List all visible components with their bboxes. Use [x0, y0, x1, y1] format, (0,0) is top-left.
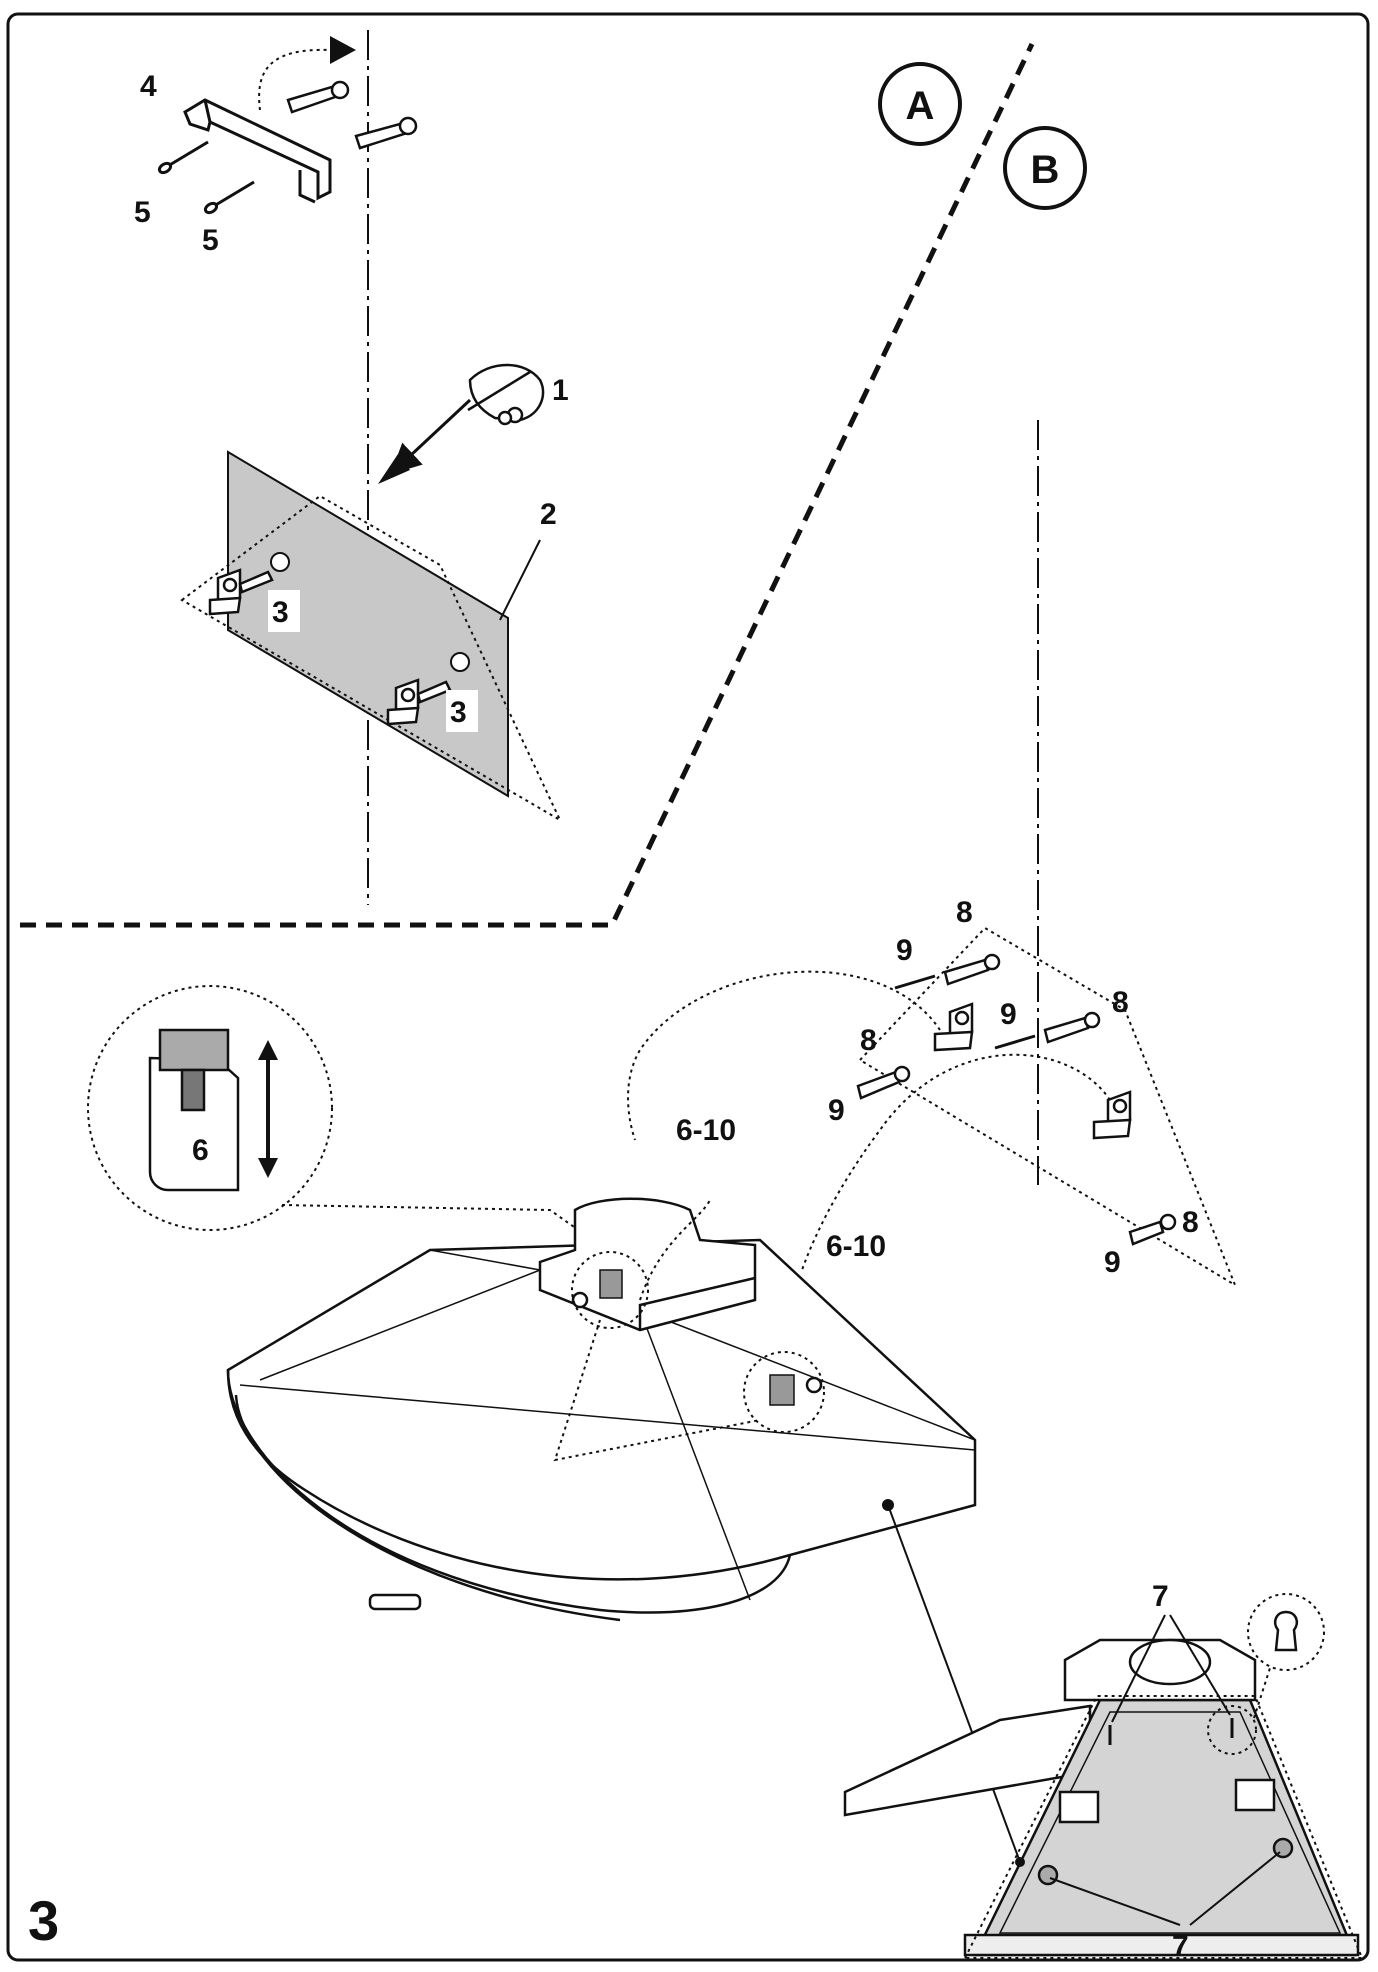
highlight-circle: [743, 1351, 825, 1433]
callout-6-10: 6-10: [826, 1230, 886, 1263]
callout-8: 8: [860, 1024, 877, 1057]
callout-9: 9: [1000, 998, 1017, 1031]
keyhole-icon: [1274, 1610, 1298, 1652]
wall-plug: [1043, 1011, 1101, 1044]
connection-arc: [553, 1319, 761, 1462]
leader-line: [887, 1504, 1021, 1863]
callout-5: 5: [202, 224, 219, 257]
connection-arc: [627, 970, 941, 1141]
section-divider: [20, 42, 1035, 928]
cooker-hood: [226, 1197, 977, 1622]
callout-9: 9: [828, 1094, 845, 1127]
callout-6-10: 6-10: [676, 1114, 736, 1147]
bracket-move-arrow: [258, 48, 331, 111]
svg-text:B: B: [1031, 148, 1060, 192]
mount-patch: [769, 1374, 795, 1406]
callout-8: 8: [956, 896, 973, 929]
wall-plug: [286, 80, 350, 114]
wall-plug: [943, 953, 1001, 986]
callout-line: [499, 539, 541, 621]
callout-5: 5: [134, 196, 151, 229]
template-hole: [270, 552, 290, 572]
wall-plug: [856, 1065, 911, 1100]
hood-underside-view: [843, 1638, 1360, 1957]
callout-7: 7: [1152, 1580, 1169, 1613]
callout-6: 6: [192, 1134, 209, 1167]
arrowhead-icon: [330, 36, 356, 64]
section-label-a: A: [878, 62, 962, 146]
template-outline-b: [858, 926, 1238, 1288]
marking-arrow: [390, 398, 472, 475]
adjusting-screw-detail: [148, 1028, 240, 1192]
callout-1: 1: [552, 374, 569, 407]
callout-9: 9: [896, 934, 913, 967]
hand-pencil-icon: [467, 363, 545, 426]
wall-bracket: [183, 98, 332, 204]
template-hole: [450, 652, 470, 672]
mounting-hook: [933, 1002, 974, 1052]
callout-9: 9: [1104, 1246, 1121, 1279]
callout-3-bg: [268, 590, 300, 632]
callout-4: 4: [140, 70, 157, 103]
highlight-circle: [571, 1251, 649, 1329]
callout-2: 2: [540, 498, 557, 531]
mount-patch: [599, 1269, 623, 1299]
callout-3: 3: [272, 596, 289, 629]
callout-7: 7: [1172, 1930, 1189, 1963]
mounting-hook: [386, 678, 452, 726]
callout-8: 8: [1182, 1206, 1199, 1239]
leader-dot: [1015, 1857, 1025, 1867]
callout-3-bg: [446, 690, 478, 732]
step-number: 3: [28, 1889, 59, 1952]
screw: [894, 974, 936, 990]
callout-line: [1169, 1614, 1231, 1716]
svg-text:A: A: [906, 84, 935, 128]
arrowhead-icon: [258, 1158, 278, 1178]
callout-line: [1049, 1877, 1181, 1926]
section-label-b: B: [1003, 126, 1087, 210]
wall-plug: [1128, 1213, 1177, 1246]
outer-frame: [6, 12, 1370, 1962]
drilling-template: [227, 450, 509, 798]
mounting-hook: [1092, 1090, 1132, 1140]
wall-plug: [354, 116, 418, 150]
callout-3: 3: [450, 696, 467, 729]
screw: [157, 140, 209, 175]
callout-line: [1111, 1614, 1166, 1723]
arrowhead-icon: [258, 1040, 278, 1060]
mounting-hook: [208, 568, 274, 616]
arrowhead-icon: [378, 454, 410, 484]
screw: [994, 1034, 1036, 1050]
screw: [203, 180, 255, 215]
highlight-circle: [1207, 1705, 1257, 1755]
detail-leader: [1253, 1667, 1271, 1719]
callout-8: 8: [1112, 986, 1129, 1019]
callout-line: [1189, 1851, 1281, 1926]
